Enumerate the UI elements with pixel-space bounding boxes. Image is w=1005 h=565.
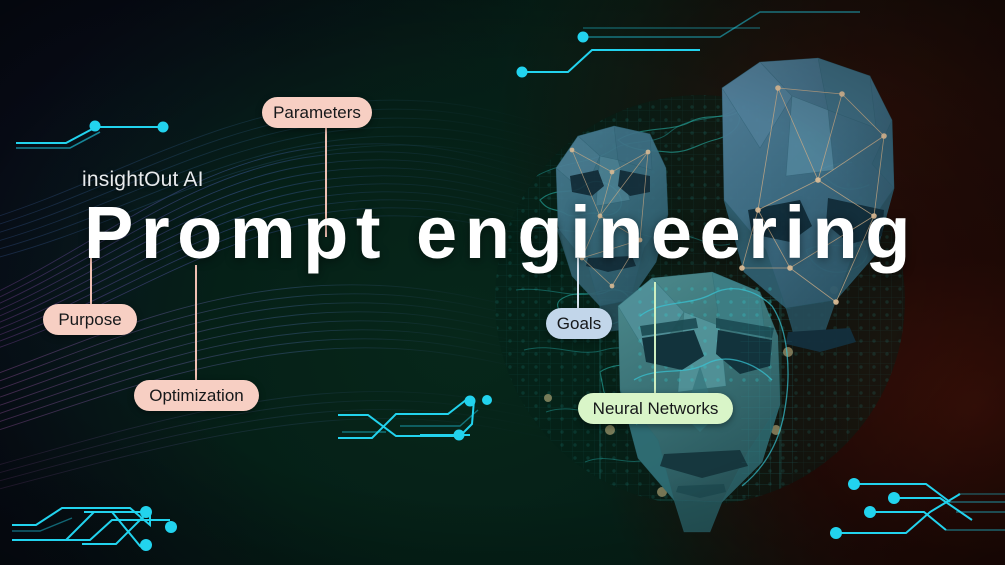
- label-chip-parameters[interactable]: Parameters: [262, 97, 372, 128]
- label-chip-text: Goals: [556, 313, 602, 333]
- label-chip-neural-networks[interactable]: Neural Networks: [578, 393, 733, 424]
- brand-logo: insightOut AI: [82, 168, 204, 191]
- circuit-bottom-right: [830, 478, 1005, 539]
- label-chip-goals[interactable]: Goals: [546, 308, 612, 339]
- page-title: Prompt engineering: [84, 191, 918, 274]
- label-chip-text: Optimization: [149, 385, 244, 405]
- circuit-top-center: [516, 11, 860, 78]
- circuit-dot-standalone: [482, 395, 492, 405]
- label-chip-optimization[interactable]: Optimization: [134, 380, 259, 411]
- label-chip-text: Purpose: [58, 309, 122, 329]
- label-chip-text: Neural Networks: [592, 398, 719, 418]
- circuit-bottom-left: [12, 506, 177, 551]
- circuit-mid-bottom: [338, 395, 479, 441]
- circuit-top-left: [16, 120, 169, 149]
- label-chip-text: Parameters: [273, 102, 361, 122]
- label-chip-purpose[interactable]: Purpose: [43, 304, 137, 335]
